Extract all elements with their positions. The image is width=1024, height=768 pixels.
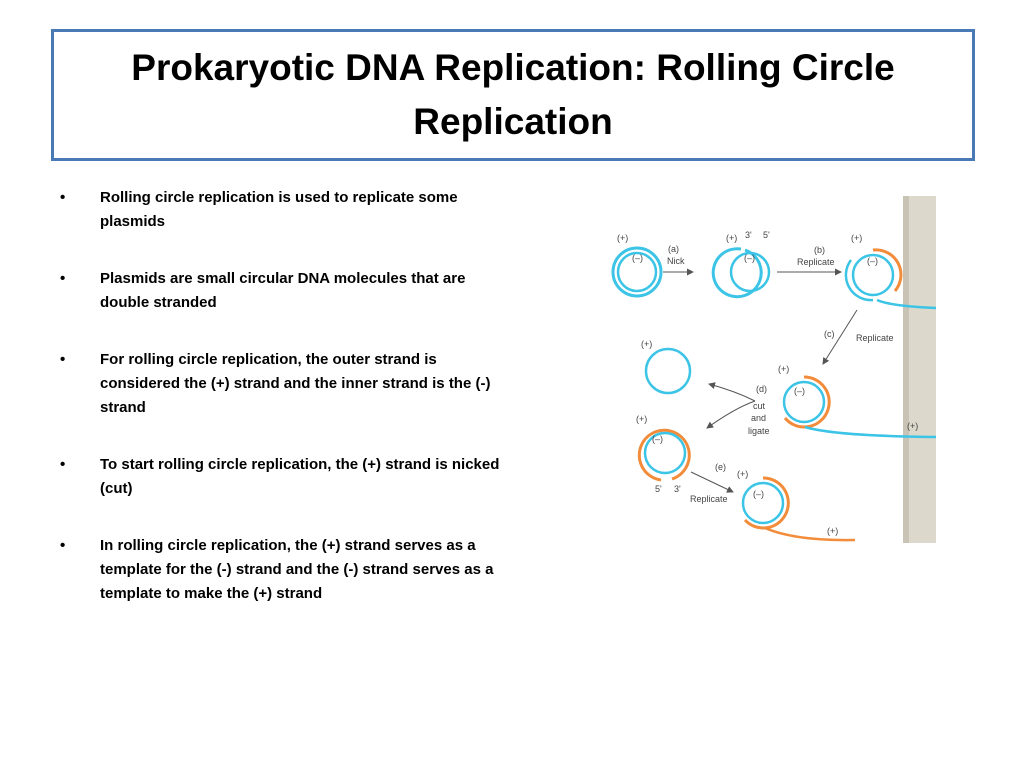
step-d-label: (d) [756,384,767,394]
five-prime-label: 5' [655,484,662,494]
inner-strand [741,481,785,525]
page-edge-shadow [903,196,909,543]
step-a-label: (a) [668,244,679,254]
single-strand-circle [644,347,692,395]
bullet-text: To start rolling circle replication, the… [100,456,500,497]
minus-label: (–) [753,489,764,499]
minus-label: (–) [744,253,755,263]
displaced-tail [764,526,856,542]
three-prime-label: 3' [745,230,752,240]
bullet-text: For rolling circle replication, the oute… [100,351,491,416]
plus-label: (+) [737,469,748,479]
plasmid-initial: (+) (–) [611,233,663,298]
cut-label: cut [753,401,766,411]
bullet-dot: • [60,537,66,554]
arrow-e [690,471,734,493]
rolling-circle-figure: (+) (–) (a) Nick (+) 3' 5' (–) (b) Repli… [611,196,936,543]
bullet-dot: • [60,456,66,473]
outer-plus-strand [637,428,691,482]
plasmid-replicating-e: (+) (–) (+) [737,469,856,542]
bullet-text: In rolling circle replication, the (+) s… [100,537,494,602]
inner-strand [643,431,687,475]
bullet-text: Plasmids are small circular DNA molecule… [100,270,466,311]
plasmid-replicating-b: (+) (–) [844,233,936,310]
bullet-dot: • [60,189,66,206]
bullet-list: • Rolling circle replication is used to r… [60,186,500,639]
displaced-tail [804,425,936,439]
minus-label: (–) [867,256,878,266]
arrow-d-down [706,400,756,429]
tail-plus-label: (+) [827,526,838,536]
bullet-text: Rolling circle replication is used to re… [100,189,458,230]
new-plus-strand [783,375,831,429]
nick-label: Nick [667,256,685,266]
outer-strand-nicked [711,247,763,299]
plasmid-daughter: (+) (–) 5' 3' [636,414,691,494]
outer-strand [611,246,663,298]
tail-plus-label: (+) [907,421,918,431]
slide-title: Prokaryotic DNA Replication: Rolling Cir… [131,47,895,142]
plus-label: (+) [778,364,789,374]
plus-label: (+) [636,414,647,424]
bullet-item: • In rolling circle replication, the (+) … [60,534,500,606]
three-prime-label: 3' [674,484,681,494]
replicate-b-label: Replicate [797,257,835,267]
displaced-strand [844,259,936,310]
five-prime-label: 5' [763,230,770,240]
new-plus-strand [743,476,790,530]
bullet-item: • Rolling circle replication is used to r… [60,186,500,234]
step-e-label: (e) [715,462,726,472]
plus-label: (+) [851,233,862,243]
replicate-e-label: Replicate [690,494,728,504]
new-plus-strand [872,248,903,292]
plus-label: (+) [641,339,652,349]
plasmid-replicating-d: (+) (–) (+) [778,364,936,439]
step-c-label: (c) [824,329,835,339]
arrow-d-up [708,382,756,402]
bullet-item: • Plasmids are small circular DNA molecul… [60,267,500,315]
inner-strand [729,251,771,293]
minus-label: (–) [652,434,663,444]
bullet-dot: • [60,351,66,368]
arrow-c [822,309,858,365]
bullet-item: • To start rolling circle replication, th… [60,453,500,501]
and-label: and [751,413,766,423]
bullet-item: • For rolling circle replication, the out… [60,348,500,420]
inner-strand [851,253,895,297]
step-b-label: (b) [814,245,825,255]
ligate-label: ligate [748,426,770,436]
minus-label: (–) [794,386,805,396]
inner-strand [616,251,658,293]
bullet-dot: • [60,270,66,287]
replicate-c-label: Replicate [856,333,894,343]
minus-label: (–) [632,253,643,263]
plus-label: (+) [617,233,628,243]
inner-strand [782,380,826,424]
plus-label: (+) [726,233,737,243]
plasmid-nicked: (+) 3' 5' (–) [711,230,771,299]
title-box: Prokaryotic DNA Replication: Rolling Cir… [51,29,975,161]
released-plus-circle: (+) [641,339,692,395]
